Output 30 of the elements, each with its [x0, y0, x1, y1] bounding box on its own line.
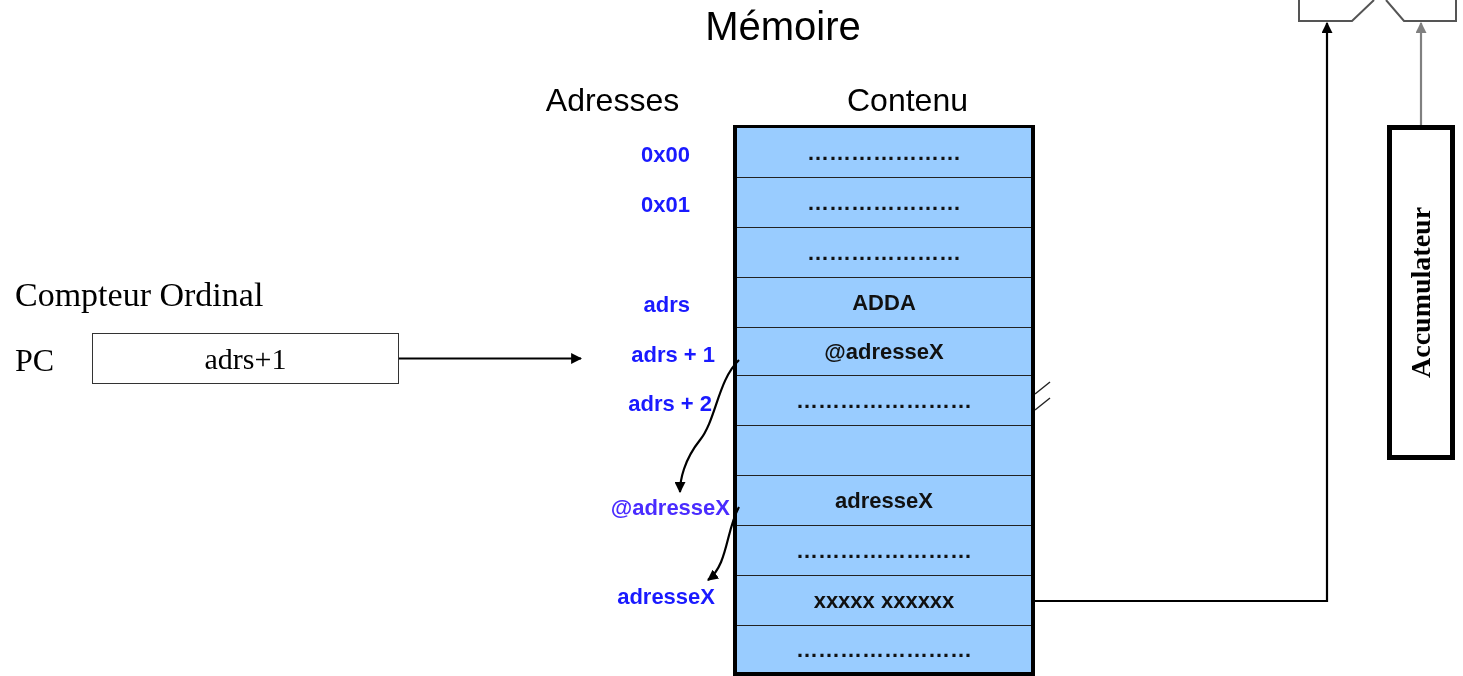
register-box: adrs+1: [92, 333, 399, 384]
memory-cell: adresseX: [737, 476, 1031, 526]
memory-cell: xxxxx xxxxxx: [737, 576, 1031, 626]
memory-cell: ADDA: [737, 278, 1031, 328]
address-label: adresseX: [580, 584, 715, 614]
memory-table: [733, 125, 1035, 676]
diagram-title: Mémoire: [704, 4, 862, 49]
address-label: @adresseX: [560, 495, 730, 527]
column-heading: Contenu: [846, 82, 969, 119]
accumulator-box: Accumulateur: [1387, 125, 1455, 460]
arrow: [399, 353, 583, 364]
alu-shape: [1298, 0, 1458, 22]
address-label: adrs + 2: [627, 391, 712, 417]
register-caption: Compteur Ordinal: [15, 276, 264, 314]
memory-cell: …………………: [737, 228, 1031, 278]
arrow: [707, 506, 740, 581]
arrow: [1415, 21, 1427, 125]
memory-cell: ……………………: [737, 526, 1031, 576]
register-name: PC: [15, 342, 55, 379]
memory-cell: …………………: [737, 128, 1031, 178]
memory-cell: ……………………: [737, 376, 1031, 426]
address-label: 0x00: [640, 142, 690, 168]
column-heading: Adresses: [544, 82, 681, 119]
address-label: adrs + 1: [585, 342, 715, 372]
address-label: 0x01: [640, 192, 690, 218]
memory-cell: @adresseX: [737, 328, 1031, 376]
memory-cell: …………………: [737, 178, 1031, 228]
arrow: [674, 359, 740, 494]
address-label: adrs: [642, 292, 690, 318]
memory-cell: ……………………: [737, 626, 1031, 673]
